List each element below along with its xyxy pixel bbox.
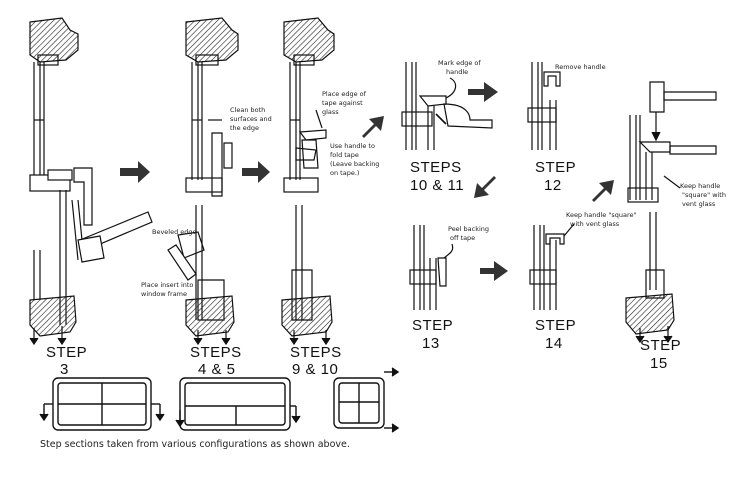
note-keep-square15-3: vent glass [682, 200, 716, 208]
step15-label-line1: STEP [640, 337, 681, 354]
caption: Step sections taken from various configu… [40, 439, 350, 450]
step15-section [625, 81, 717, 344]
step12-label-line2: 12 [544, 177, 562, 194]
note-keep-square14-1: Keep handle "square" [566, 211, 636, 219]
step45-label-line1: STEPS [190, 344, 242, 361]
step13-section [409, 225, 454, 310]
note-place-tape-3: glass [322, 108, 339, 116]
step15-label-line2: 15 [650, 355, 668, 372]
note-clean-3: the edge [230, 124, 259, 132]
note-use-handle-3: (Leave backing [330, 160, 379, 168]
step1011-label-line1: STEPS [410, 159, 462, 176]
note-peel-2: off tape [450, 234, 475, 242]
note-use-handle-1: Use handle to [330, 142, 375, 150]
note-clean-2: surfaces and [230, 115, 272, 123]
flow-arrow-icon [468, 82, 498, 102]
step14-label-line2: 14 [545, 335, 563, 352]
step910-label-line2: 9 & 10 [292, 361, 338, 378]
flow-arrow-icon [120, 161, 150, 183]
step1011-label-line2: 10 & 11 [410, 177, 464, 194]
step910-section [281, 17, 335, 346]
step12-section [527, 62, 561, 150]
step13-label-line2: 13 [422, 335, 440, 352]
note-mark-edge-2: handle [446, 68, 468, 76]
note-remove-handle: Remove handle [555, 63, 606, 71]
note-peel-1: Peel backing [448, 225, 489, 233]
step14-label-line1: STEP [535, 317, 576, 334]
window-config-1 [39, 377, 165, 431]
note-place-tape-2: tape against [322, 99, 363, 107]
window-config-3 [333, 367, 400, 433]
step3-label-line1: STEP [46, 344, 87, 361]
step13-label-line1: STEP [412, 317, 453, 334]
note-keep-square15-1: Keep handle [680, 182, 720, 190]
note-use-handle-4: on tape.) [330, 169, 359, 177]
note-mark-edge-1: Mark edge of [438, 59, 481, 67]
note-place-tape-1: Place edge of [322, 90, 367, 98]
step3-section [29, 17, 153, 346]
step45-label-line2: 4 & 5 [198, 361, 236, 378]
note-keep-square14-2: with vent glass [570, 220, 620, 228]
step12-label-line1: STEP [535, 159, 576, 176]
step910-label-line1: STEPS [290, 344, 342, 361]
flow-arrow-icon [242, 161, 270, 183]
note-keep-square15-2: "square" with [682, 191, 726, 199]
flow-arrow-icon [480, 261, 508, 281]
note-place-insert-1: Place insert into [141, 281, 193, 289]
note-use-handle-2: fold tape [330, 151, 359, 159]
flow-arrow-icon [474, 176, 496, 198]
window-config-2 [175, 377, 301, 431]
flow-arrow-icon [362, 116, 384, 138]
note-beveled: Beveled edge [152, 228, 197, 236]
step45-section [167, 17, 239, 346]
note-place-insert-2: window frame [141, 290, 187, 298]
step14-section [529, 223, 575, 310]
note-clean-1: Clean both [230, 106, 265, 114]
step1011-section [401, 62, 493, 150]
step3-label-line2: 3 [60, 361, 69, 378]
flow-arrow-icon [592, 180, 614, 202]
